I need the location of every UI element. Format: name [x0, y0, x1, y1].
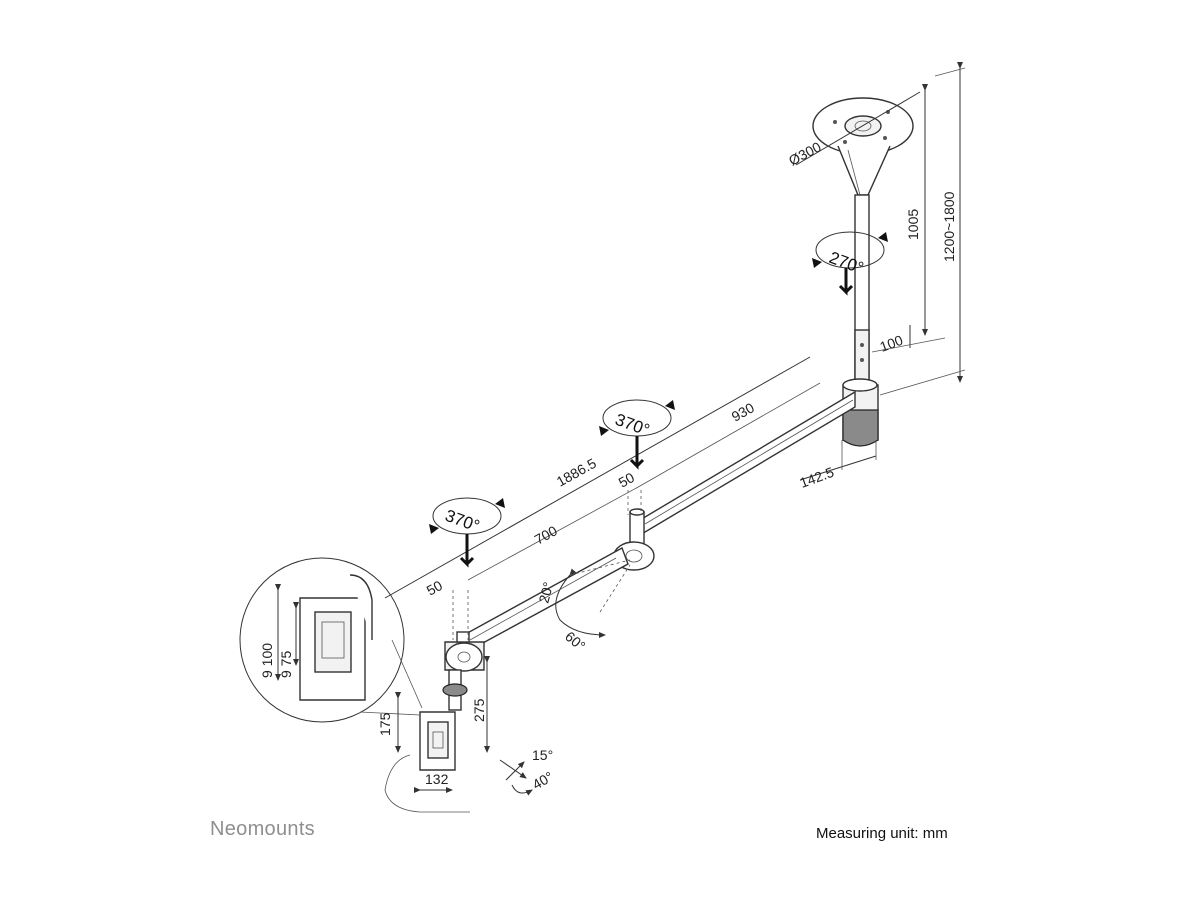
label-detail-vesa-75: 9 75 — [278, 651, 294, 678]
label-clamp-width: 142.5 — [798, 464, 837, 491]
label-arm-tilt-up: 20° — [535, 580, 556, 605]
label-arm-tilt-down: 60° — [562, 628, 589, 654]
inner-arm — [442, 541, 655, 711]
vesa-plate — [384, 711, 470, 813]
rotation-badge-arm-2 — [429, 497, 505, 568]
arm-tilt-arc — [555, 559, 631, 638]
label-detail-vesa-100: 9 100 — [259, 643, 275, 678]
screen-tilt-symbol — [499, 759, 533, 796]
rotation-badge-pole — [812, 231, 888, 296]
label-vesa-width: 132 — [425, 771, 449, 787]
measuring-unit-note: Measuring unit: mm — [816, 825, 948, 842]
label-pole-height: 1005 — [905, 209, 921, 240]
label-arm-swivel-1: 370° — [613, 410, 653, 440]
dimension-lines — [275, 62, 966, 793]
outer-arm — [629, 390, 856, 547]
label-height-range: 1200~1800 — [941, 191, 957, 262]
label-diameter: Ø300 — [786, 138, 824, 168]
label-offset-upper: 50 — [616, 469, 638, 491]
detail-callout — [239, 557, 423, 723]
rotation-badge-arm-1 — [599, 399, 675, 470]
label-screen-swivel: 40° — [530, 768, 556, 792]
label-pole-step: 100 — [878, 332, 906, 355]
brand-logo: Neomounts — [210, 818, 315, 840]
label-offset-lower: 50 — [424, 577, 446, 599]
label-inner-arm: 700 — [532, 522, 560, 547]
label-vesa-height: 175 — [377, 712, 393, 736]
label-outer-arm: 930 — [729, 399, 757, 424]
label-tilt-drop: 275 — [471, 698, 487, 722]
label-total-length: 1886.5 — [554, 455, 599, 490]
label-screen-tilt: 15° — [532, 747, 553, 763]
